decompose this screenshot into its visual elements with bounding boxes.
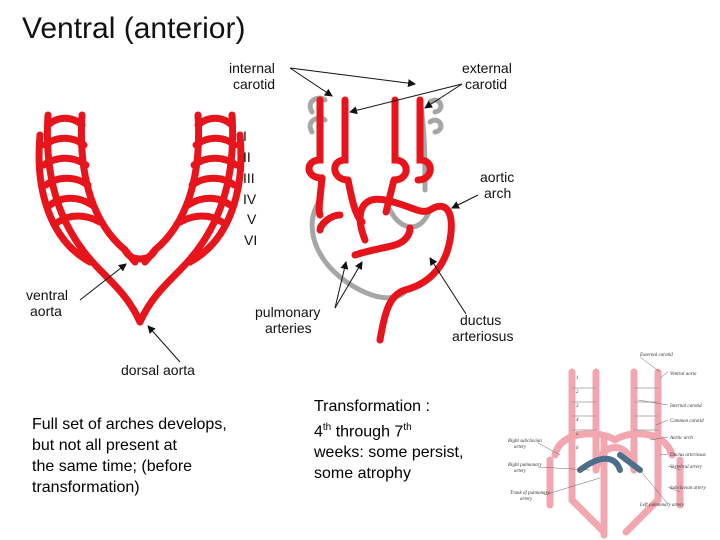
transformation-text: Transformation : 4th through 7th weeks: … bbox=[314, 396, 484, 484]
left-text-line: transformation) bbox=[32, 479, 140, 496]
inset-left-pulmonary: Left pulmonary artery bbox=[639, 503, 685, 508]
right-text-line-3: weeks: some persist, bbox=[314, 444, 464, 462]
left-arch-loops bbox=[40, 114, 104, 226]
inset-aortic-arch: Aortic arch bbox=[669, 436, 693, 441]
left-text-line: Full set of arches develops, bbox=[32, 416, 227, 433]
dorsal-aorta-label: dorsal aorta bbox=[121, 362, 195, 378]
ventral-aorta-right bbox=[141, 111, 203, 266]
svg-text:3: 3 bbox=[576, 404, 579, 409]
ductus-label-1: ductus bbox=[460, 312, 501, 328]
svg-text:2: 2 bbox=[576, 390, 579, 395]
external-carotid-label-2: carotid bbox=[465, 76, 507, 92]
numeral-II: II bbox=[243, 149, 251, 165]
inset-right-pulmonary-2: artery bbox=[514, 469, 527, 474]
inset-ventral-aorta: Ventral aorta bbox=[670, 372, 697, 377]
inset-anatomy-figure: 1 2 3 4 5 6 External carotid Ventral aor… bbox=[488, 352, 720, 540]
numeral-IV: IV bbox=[243, 191, 257, 207]
right-text-line-2: 4th through 7th bbox=[314, 422, 412, 441]
inset-internal-carotid: Internal carotid bbox=[669, 404, 702, 409]
inset-right-subclavian-1: Right subclavian bbox=[507, 439, 542, 444]
pulmonary-label-2: arteries bbox=[265, 320, 312, 336]
arch-numerals: I II III IV V VI bbox=[243, 128, 257, 248]
internal-carotid-label-2: carotid bbox=[233, 76, 275, 92]
right-internal-carotid bbox=[390, 96, 410, 184]
inset-trunk-pulmonary-1: Trunk of pulmonary bbox=[510, 491, 551, 496]
left-text-line: the same time; (before bbox=[32, 458, 193, 475]
ventral-label-1: ventral bbox=[26, 287, 68, 303]
inset-external-carotid: External carotid bbox=[639, 353, 673, 358]
inset-subclavian: Subclavian artery bbox=[670, 486, 706, 491]
right-text-line-4: some atrophy bbox=[314, 465, 411, 483]
ductus-label-2: arteriosus bbox=[452, 328, 513, 344]
before-transformation-text: Full set of arches develops, but not all… bbox=[32, 414, 272, 498]
svg-text:4: 4 bbox=[576, 418, 579, 423]
external-carotid-label-1: external bbox=[462, 60, 512, 76]
ventral-aorta-arrow bbox=[79, 263, 127, 301]
right-external-carotid bbox=[414, 96, 434, 184]
page-title: Ventral (anterior) bbox=[22, 12, 246, 45]
aortic-arch-label-2: arch bbox=[484, 185, 511, 201]
left-text-line: but not all present at bbox=[32, 437, 177, 454]
aortic-arch-label-1: aortic bbox=[480, 169, 514, 185]
inset-ductus: Ductus arteriosus bbox=[669, 453, 706, 458]
aortic-arch-main bbox=[356, 195, 455, 344]
middle-arches-diagram bbox=[305, 95, 455, 344]
numeral-III: III bbox=[243, 170, 255, 186]
numeral-I: I bbox=[243, 128, 247, 144]
internal-carotid-label-1: internal bbox=[229, 60, 275, 76]
left-arches-diagram bbox=[35, 111, 245, 326]
inset-right-subclavian-2: artery bbox=[514, 445, 527, 450]
right-arch-loops bbox=[176, 114, 240, 226]
inset-vertebral: Vertebral artery bbox=[670, 465, 703, 470]
svg-text:5: 5 bbox=[576, 432, 579, 437]
numeral-V: V bbox=[247, 211, 257, 227]
inset-common-carotid: Common carotid bbox=[670, 419, 704, 424]
numeral-VI: VI bbox=[244, 232, 257, 248]
inset-right-pulmonary-1: Right pulmonary bbox=[507, 463, 543, 468]
svg-text:6: 6 bbox=[576, 446, 579, 451]
svg-text:1: 1 bbox=[576, 376, 579, 381]
left-internal-carotid bbox=[305, 96, 326, 182]
ventral-label-2: aorta bbox=[30, 303, 62, 319]
right-text-line-1: Transformation : bbox=[314, 398, 430, 415]
ventral-aorta-left bbox=[77, 111, 139, 266]
pulmonary-label-1: pulmonary bbox=[255, 304, 320, 320]
dorsal-aorta-arrow bbox=[147, 325, 181, 363]
left-external-carotid bbox=[331, 96, 352, 184]
inset-trunk-pulmonary-2: artery bbox=[520, 497, 533, 502]
